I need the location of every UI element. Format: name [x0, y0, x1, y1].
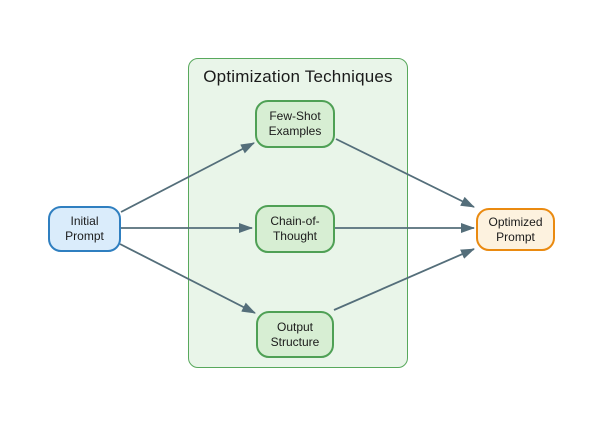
- node-label-line: Output: [276, 319, 314, 334]
- node-few-shot-examples: Few-Shot Examples: [255, 100, 335, 148]
- group-title: Optimization Techniques: [203, 67, 393, 86]
- node-label-line: Optimized: [488, 214, 543, 229]
- node-initial-prompt: Initial Prompt: [48, 206, 121, 252]
- node-label-line: Prompt: [65, 229, 104, 243]
- node-optimized-prompt: Optimized Prompt: [476, 208, 555, 251]
- node-chain-of-thought: Chain-of- Thought: [255, 205, 335, 253]
- node-label-line: Structure: [270, 334, 320, 349]
- node-label-line: Examples: [268, 124, 322, 138]
- node-output-structure: Output Structure: [256, 311, 334, 358]
- node-label-line: Few-Shot: [269, 109, 321, 123]
- node-label-line: Chain-of-: [270, 214, 320, 228]
- node-label-line: Initial: [70, 214, 99, 228]
- node-label-line: Prompt: [496, 229, 535, 244]
- node-label-line: Thought: [272, 229, 318, 243]
